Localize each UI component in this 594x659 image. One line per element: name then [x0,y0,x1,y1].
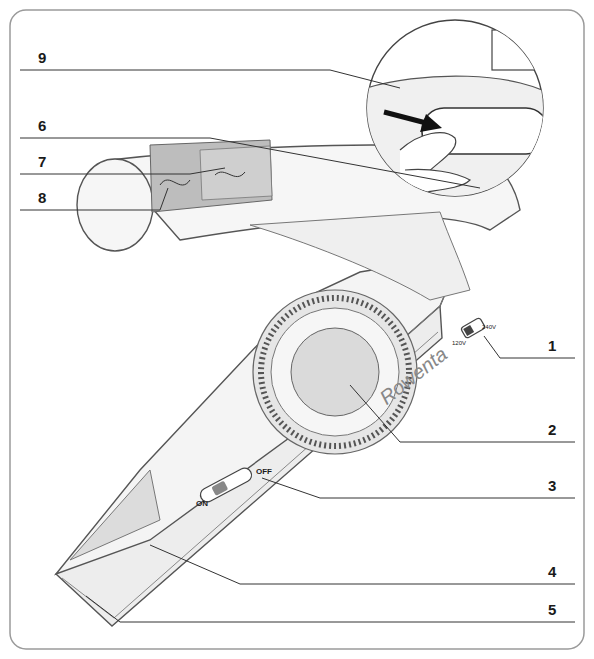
callout-number: 2 [548,422,556,437]
callout-number: 1 [548,338,556,353]
callout-number: 7 [38,154,46,169]
callout-number: 3 [548,478,556,493]
switch-label: 240V [482,324,496,330]
switch-label: ON [196,500,208,508]
callout-number: 8 [38,190,46,205]
callout-number: 6 [38,118,46,133]
callout-number: 5 [548,602,556,617]
switch-label: 120V [452,340,466,346]
switch-label: OFF [256,468,272,476]
callout-number: 4 [548,564,556,579]
callout-number: 9 [38,50,46,65]
